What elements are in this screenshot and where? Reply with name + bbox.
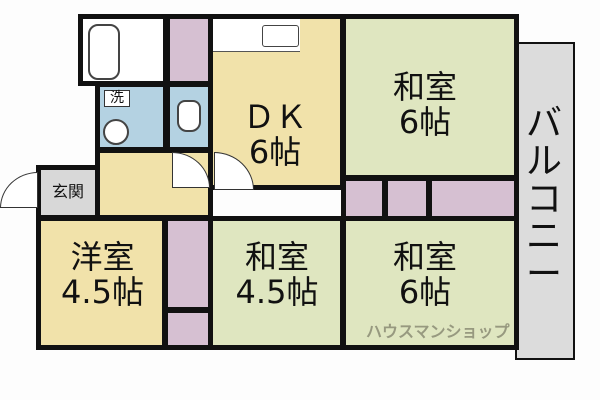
- closet: [427, 176, 519, 221]
- washitsu-mid-name: 和室: [244, 238, 309, 276]
- youshitsu-size: 4.5帖: [61, 273, 144, 312]
- washitsu-top-size: 6帖: [398, 103, 452, 142]
- closet: [163, 308, 213, 350]
- dk-size: 6帖: [248, 133, 302, 172]
- closet: [165, 14, 213, 86]
- dk-name: ＤＫ: [242, 98, 307, 136]
- washer-label: 洗: [104, 90, 130, 108]
- washitsu-top-name: 和室: [392, 68, 457, 106]
- washitsu-right: [341, 216, 519, 350]
- washitsu-top-label: 和室 6帖: [370, 68, 480, 142]
- youshitsu-name: 洋室: [70, 238, 135, 276]
- closet: [341, 176, 387, 221]
- sink-icon: [103, 119, 129, 145]
- washitsu-right-size: 6帖: [398, 273, 452, 312]
- closet: [163, 216, 213, 312]
- dk-label: ＤＫ 6帖: [220, 98, 330, 172]
- washitsu-right-name: 和室: [392, 238, 457, 276]
- washitsu-mid-label: 和室 4.5帖: [212, 238, 342, 312]
- sink-icon: [262, 25, 299, 47]
- balcony-label: バルコニー: [525, 103, 562, 296]
- washitsu-right-label: 和室 6帖: [370, 238, 480, 312]
- toilet-icon: [177, 100, 201, 132]
- closet: [383, 176, 431, 221]
- entrance-door[interactable]: [0, 172, 38, 208]
- washitsu-mid-size: 4.5帖: [235, 273, 319, 312]
- watermark: ハウスマンショップ: [366, 322, 510, 341]
- genkan-label: 玄関: [51, 182, 84, 201]
- youshitsu-label: 洋室 4.5帖: [40, 238, 165, 312]
- bathtub-icon: [88, 24, 120, 80]
